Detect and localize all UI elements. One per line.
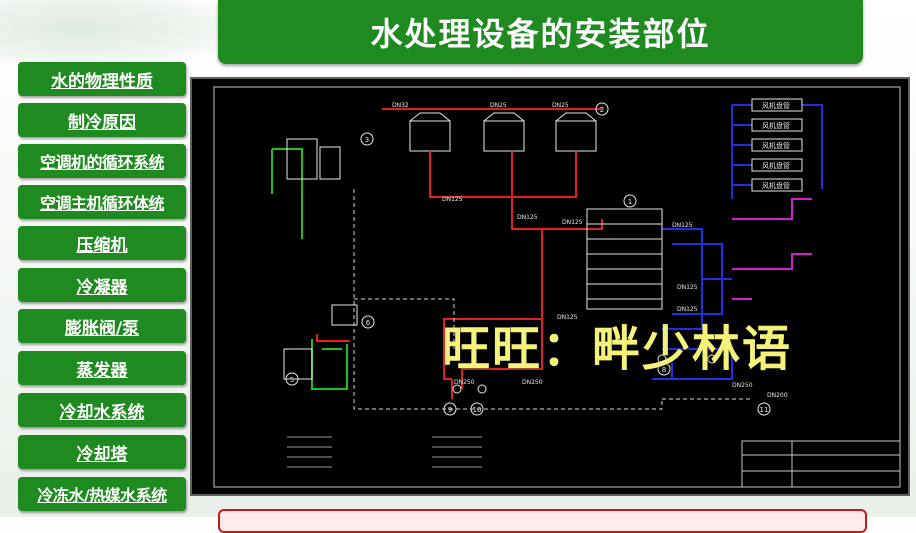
pipe-label: DN125: [557, 314, 578, 321]
nav-item-condenser[interactable]: 冷凝器: [18, 268, 186, 302]
nav-item-label: 压缩机: [76, 235, 128, 256]
nav-item-label: 冷却水系统: [59, 402, 145, 423]
pipe-label: DN250: [732, 382, 753, 389]
nav-item-water-properties[interactable]: 水的物理性质: [18, 62, 186, 96]
marker-label: 6: [366, 319, 371, 327]
fan-coil-label: 风机盘管: [762, 101, 790, 110]
nav-item-label: 冷却塔: [76, 444, 128, 465]
nav-item-compressor[interactable]: 压缩机: [18, 226, 186, 260]
page-title: 水处理设备的安装部位: [370, 15, 711, 53]
fan-coil-label: 风机盘管: [762, 121, 790, 130]
pipe-label: DN32: [392, 102, 409, 109]
nav-item-label: 水的物理性质: [51, 71, 153, 92]
background-splash: [0, 0, 260, 70]
nav-item-cooling-water[interactable]: 冷却水系统: [18, 393, 186, 427]
marker-label: 9: [448, 406, 452, 414]
title-banner: 水处理设备的安装部位: [218, 0, 863, 64]
nav-item-label: 冷凝器: [76, 277, 128, 298]
marker-label: 2: [600, 106, 604, 114]
nav-item-label: 膨胀阀/泵: [64, 318, 140, 339]
marker-label: 11: [760, 406, 769, 414]
pipe-label: DN125: [677, 284, 698, 291]
nav-item-ac-cycle[interactable]: 空调机的循环系统: [18, 144, 186, 178]
marker-label: 3: [365, 136, 369, 144]
marker-label: 10: [473, 406, 482, 414]
nav-item-label: 空调机的循环系统: [39, 153, 165, 172]
pipe-label: DN250: [454, 379, 475, 386]
marker-label: 8: [662, 366, 666, 374]
nav-item-cooling-tower[interactable]: 冷却塔: [18, 435, 186, 469]
pipe-label: DN125: [517, 214, 538, 221]
nav-item-evaporator[interactable]: 蒸发器: [18, 351, 186, 385]
title-block: [741, 440, 901, 488]
pipe-label: DN250: [522, 379, 543, 386]
nav-item-label: 制冷原因: [68, 112, 136, 133]
pipe-label: DN125: [442, 196, 463, 203]
cooling-tower-group: [409, 112, 597, 152]
water-treatment-unit: [283, 138, 358, 380]
nav-item-expansion-valve[interactable]: 膨胀阀/泵: [18, 309, 186, 343]
schematic-diagram: 风机盘管 风机盘管 风机盘管 风机盘管 风机盘管: [190, 77, 910, 496]
pipe-label: DN25: [490, 102, 507, 109]
fan-coil-label: 风机盘管: [762, 181, 790, 190]
marker-label: 1: [628, 198, 632, 206]
pipe-label: DN125: [677, 306, 698, 313]
fan-coil-units: [751, 98, 803, 192]
chiller-unit: [586, 208, 663, 310]
nav-item-label: 冷冻水/热媒水系统: [37, 486, 167, 505]
caption-box: [218, 509, 867, 533]
watermark-text: 旺旺：畔少林语: [442, 321, 793, 377]
nav-item-main-unit-cycle[interactable]: 空调主机循环体统: [18, 185, 186, 219]
schematic-drawing: 风机盘管 风机盘管 风机盘管 风机盘管 风机盘管: [213, 86, 901, 488]
nav-item-label: 空调主机循环体统: [39, 194, 165, 213]
nav-item-refrigeration-principle[interactable]: 制冷原因: [18, 103, 186, 137]
nav-item-label: 蒸发器: [76, 360, 128, 381]
fan-coil-label: 风机盘管: [762, 161, 790, 170]
fan-coil-label: 风机盘管: [762, 141, 790, 150]
marker-label: 5: [290, 376, 294, 384]
pipe-label: DN125: [562, 219, 583, 226]
pipe-label: DN200: [767, 392, 788, 399]
pipe-label: DN125: [672, 222, 693, 229]
nav-item-chilled-water[interactable]: 冷冻水/热媒水系统: [18, 477, 186, 511]
pipe-label: DN25: [552, 102, 569, 109]
